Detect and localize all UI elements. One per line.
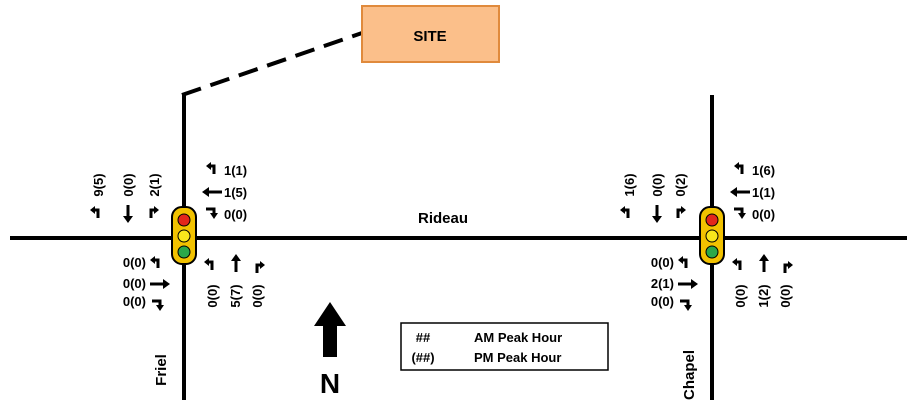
chapel-eb-right-icon	[678, 299, 694, 313]
friel-nb-left-icon	[202, 256, 214, 272]
legend-am-symbol: ##	[416, 330, 431, 345]
friel-eb-through-volume: 0(0)	[123, 276, 146, 291]
friel-wb-right-volume: 0(0)	[224, 207, 247, 222]
legend: ## AM Peak Hour (##) PM Peak Hour	[400, 322, 609, 371]
friel-nb-through-volume: 5(7)	[228, 284, 243, 307]
chapel-sb-right-icon	[618, 204, 630, 220]
legend-am-label: AM Peak Hour	[474, 330, 562, 345]
chapel-traffic-signal	[699, 206, 725, 265]
chapel-sb-left-volume: 0(2)	[673, 173, 688, 196]
friel-wb-through-volume: 1(5)	[224, 185, 247, 200]
chapel-eb-left-icon	[676, 254, 688, 270]
friel-nb-right-icon	[255, 259, 267, 275]
friel-sb-through-volume: 0(0)	[121, 173, 136, 196]
friel-nb-left-volume: 0(0)	[205, 284, 220, 307]
north-arrow-icon	[314, 302, 346, 357]
site-box	[361, 5, 500, 63]
chapel-nb-left-icon	[730, 256, 742, 272]
chapel-nb-through-volume: 1(2)	[756, 284, 771, 307]
friel-traffic-signal	[171, 206, 197, 265]
chapel-wb-right-icon	[732, 207, 748, 221]
friel-sb-left-icon	[149, 204, 161, 220]
site-connector	[181, 31, 363, 97]
chapel-sb-through-icon	[650, 203, 664, 225]
site-label: SITE	[413, 28, 446, 45]
chapel-label: Chapel	[681, 350, 698, 400]
friel-nb-through-icon	[229, 252, 243, 274]
friel-sb-through-icon	[121, 203, 135, 225]
north-label: N	[320, 368, 340, 399]
friel-wb-left-volume: 1(1)	[224, 163, 247, 178]
friel-sb-left-volume: 2(1)	[147, 173, 162, 196]
chapel-wb-left-volume: 1(6)	[752, 163, 775, 178]
chapel-sb-through-volume: 0(0)	[650, 173, 665, 196]
chapel-wb-through-volume: 1(1)	[752, 185, 775, 200]
chapel-eb-right-volume: 0(0)	[651, 294, 674, 309]
chapel-nb-right-icon	[783, 259, 795, 275]
chapel-wb-left-icon	[732, 160, 744, 176]
chapel-sb-left-icon	[676, 204, 688, 220]
rideau-label: Rideau	[418, 210, 468, 227]
chapel-eb-through-volume: 2(1)	[651, 276, 674, 291]
chapel-sb-right-volume: 1(6)	[622, 173, 637, 196]
chapel-nb-right-volume: 0(0)	[778, 284, 793, 307]
friel-label: Friel	[153, 354, 170, 386]
friel-sb-right-volume: 9(5)	[91, 173, 106, 196]
legend-pm-label: PM Peak Hour	[474, 350, 561, 365]
chapel-nb-left-volume: 0(0)	[733, 284, 748, 307]
friel-wb-left-icon	[204, 160, 216, 176]
chapel-eb-through-icon	[676, 277, 700, 291]
chapel-nb-through-icon	[757, 252, 771, 274]
chapel-wb-right-volume: 0(0)	[752, 207, 775, 222]
friel-nb-right-volume: 0(0)	[250, 284, 265, 307]
friel-sb-right-icon	[88, 204, 100, 220]
friel-eb-left-icon	[148, 254, 160, 270]
friel-wb-through-icon	[200, 185, 224, 199]
chapel-eb-left-volume: 0(0)	[651, 255, 674, 270]
friel-wb-right-icon	[204, 207, 220, 221]
friel-eb-right-volume: 0(0)	[123, 294, 146, 309]
chapel-wb-through-icon	[728, 185, 752, 199]
legend-pm-symbol: (##)	[411, 350, 434, 365]
friel-eb-through-icon	[148, 277, 172, 291]
friel-eb-left-volume: 0(0)	[123, 255, 146, 270]
friel-eb-right-icon	[150, 299, 166, 313]
